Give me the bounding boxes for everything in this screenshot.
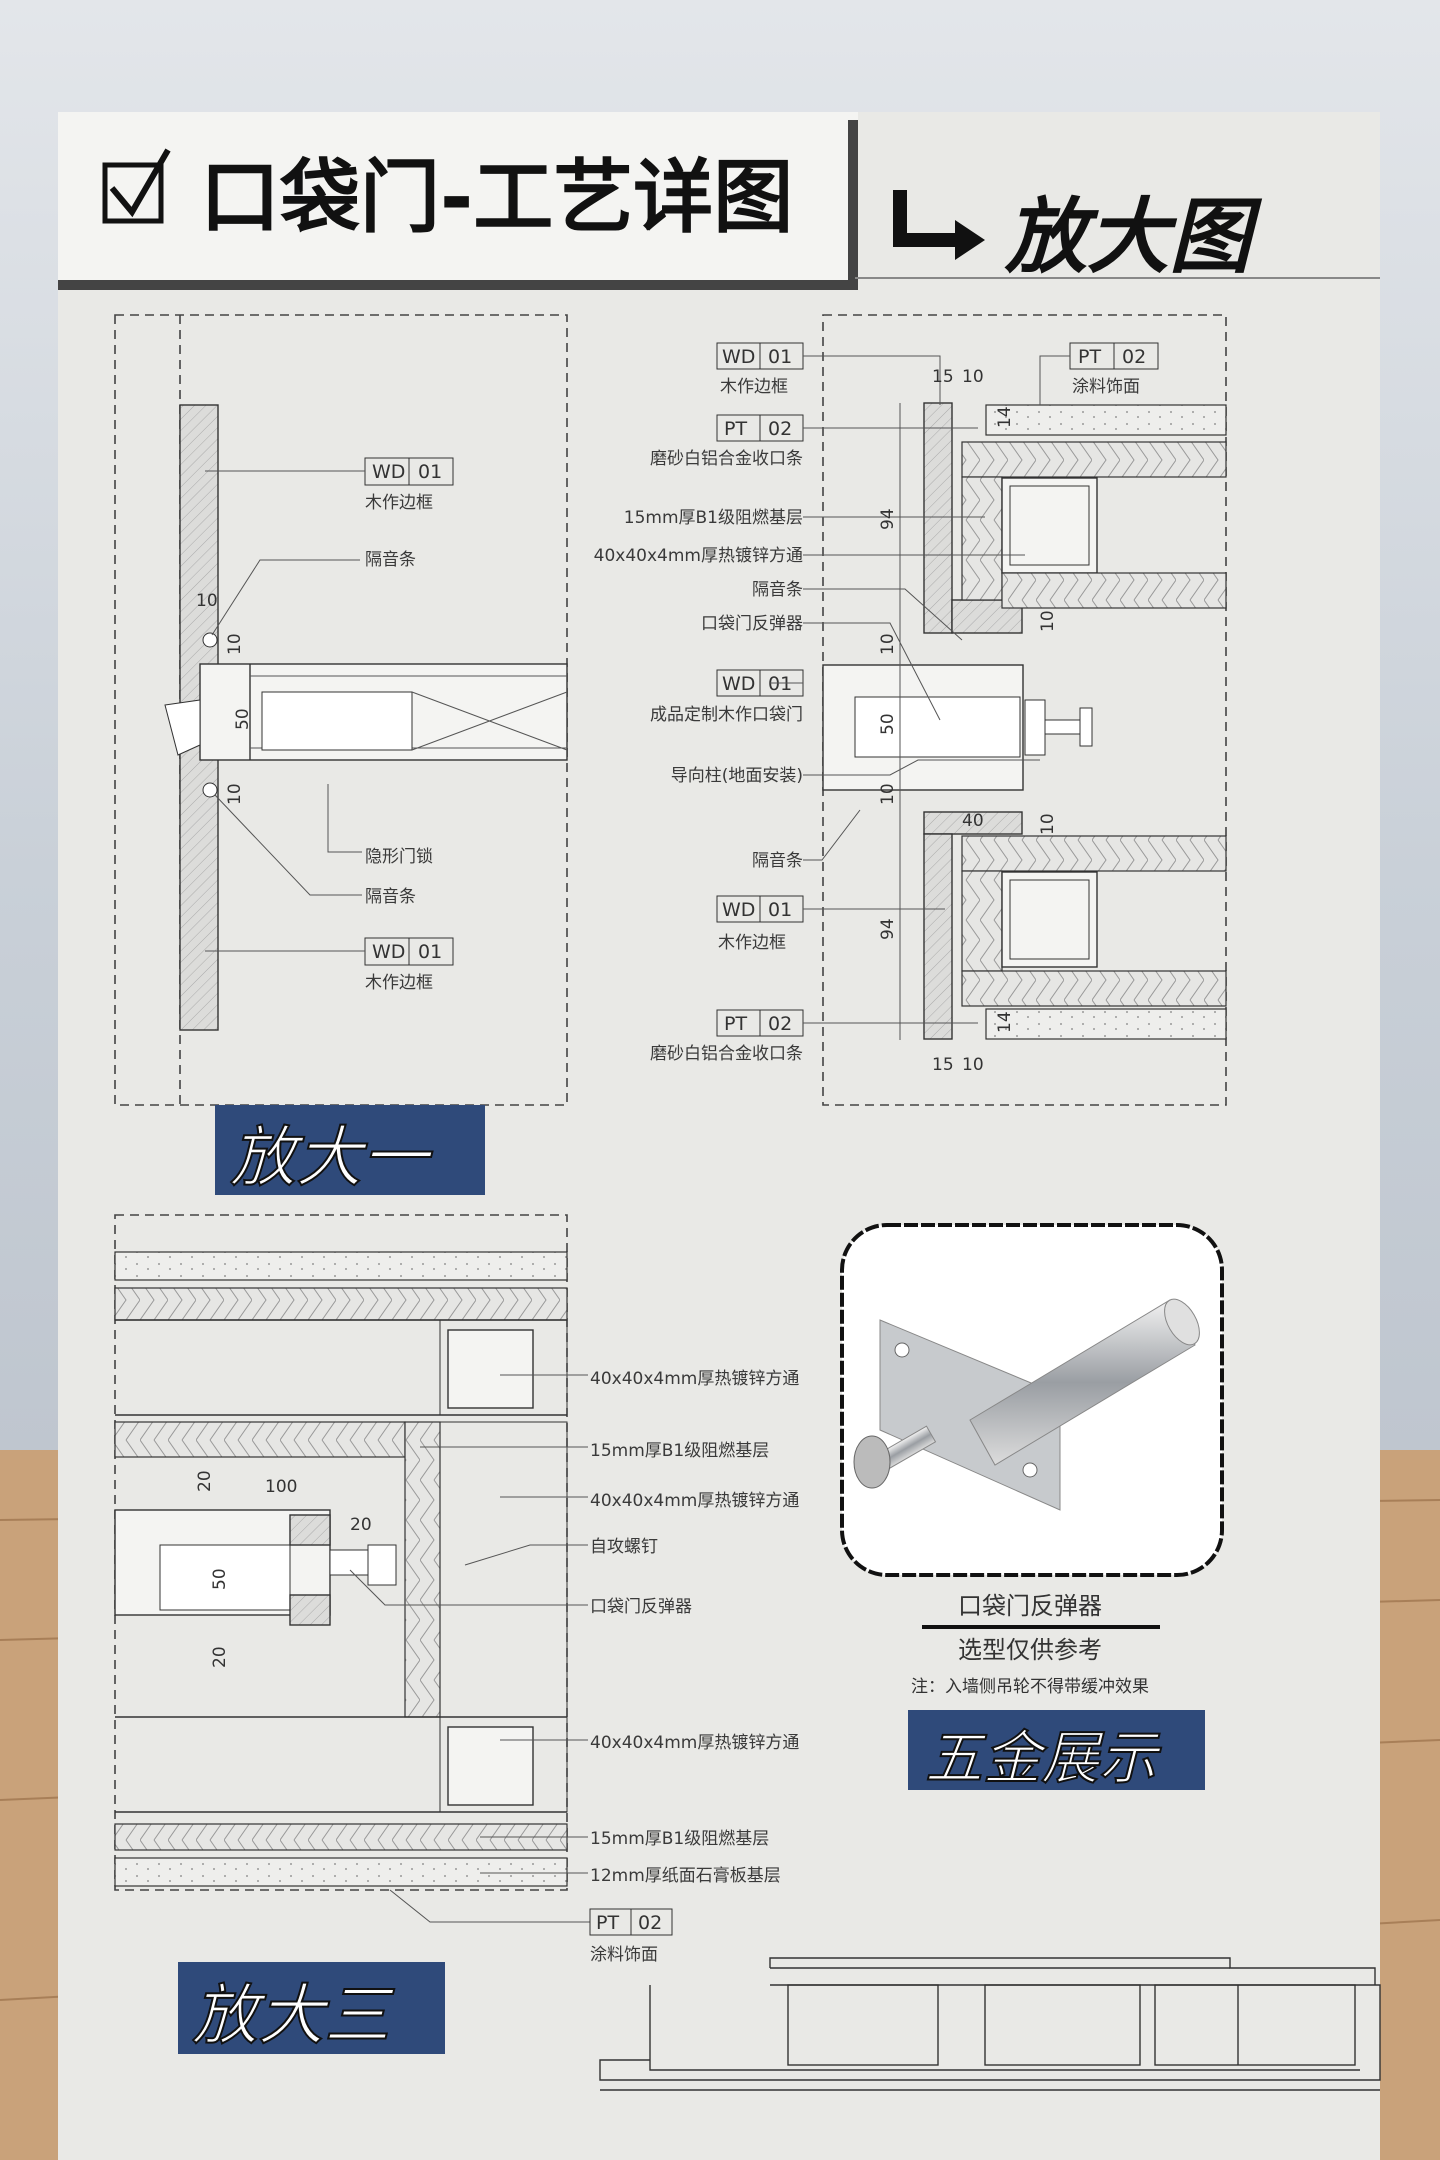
callouts: WD 01 木作边框 PT 02 涂料饰面 PT 02 磨砂白铝合金收口条 15…	[594, 342, 1159, 1064]
tag-number: 01	[768, 899, 792, 921]
detail-panel-1: WD 01 木作边框 隔音条 10 10 50 10 隐形门锁 隔音条 WD 0…	[114, 314, 568, 1106]
hardware-name: 口袋门反弹器	[958, 1592, 1102, 1620]
tag-code: PT	[596, 1912, 619, 1934]
dim-10: 10	[1038, 610, 1058, 632]
dim-50: 50	[878, 713, 898, 735]
dim-50: 50	[210, 1568, 230, 1590]
dim-15: 15	[932, 367, 954, 387]
tag-code: PT	[724, 418, 747, 440]
tag-number: 01	[768, 673, 792, 695]
label-tube-3: 40x40x4mm厚热镀锌方通	[590, 1733, 799, 1753]
label-tube-1: 40x40x4mm厚热镀锌方通	[590, 1369, 799, 1389]
dim-seal-top: 10	[225, 633, 245, 655]
caption-box-1	[215, 1105, 485, 1195]
tag-code: WD	[722, 899, 755, 921]
dim-10: 10	[962, 367, 984, 387]
tag-number: 01	[418, 941, 442, 963]
dim-10: 10	[1038, 813, 1058, 835]
callouts: 40x40x4mm厚热镀锌方通 15mm厚B1级阻燃基层 40x40x4mm厚热…	[349, 1369, 799, 1965]
detail-panel-2: WD 01 木作边框 PT 02 涂料饰面 PT 02 磨砂白铝合金收口条 15…	[594, 314, 1227, 1106]
hardware-note-2: 注：入墙侧吊轮不得带缓冲效果	[911, 1677, 1149, 1697]
label-screw: 自攻螺钉	[590, 1537, 658, 1557]
tag-code: PT	[1078, 346, 1101, 368]
dim-100: 100	[265, 1477, 297, 1497]
dim-door: 50	[233, 708, 253, 730]
dim-14: 14	[995, 1011, 1015, 1033]
detail-panel-3: 20 100 20 50 20 40x40x4mm厚热镀锌方通 15mm厚B1级…	[114, 1214, 799, 1965]
label-trim-top: 磨砂白铝合金收口条	[650, 449, 803, 469]
hardware-showcase: 口袋门反弹器 选型仅供参考 注：入墙侧吊轮不得带缓冲效果 五金展示	[840, 1223, 1224, 1793]
label-base-2: 15mm厚B1级阻燃基层	[590, 1829, 769, 1849]
dim-15: 15	[932, 1055, 954, 1075]
label-tube-2: 40x40x4mm厚热镀锌方通	[590, 1491, 799, 1511]
label-seal-bottom: 隔音条	[752, 851, 803, 871]
dim-10: 10	[878, 633, 898, 655]
dim-40: 40	[962, 811, 984, 831]
label-gypsum: 12mm厚纸面石膏板基层	[590, 1865, 781, 1886]
dim-gap-top: 10	[196, 591, 218, 611]
dim-20: 20	[195, 1470, 215, 1492]
label-frame-top: 木作边框	[720, 377, 788, 397]
label-seal-top: 隔音条	[752, 580, 803, 600]
label-frame-bottom: 木作边框	[718, 933, 786, 953]
label-bouncer: 口袋门反弹器	[590, 1597, 692, 1617]
header: 口袋门-工艺详图 放大图	[58, 112, 1380, 290]
label-paint: 涂料饰面	[590, 1945, 658, 1965]
dim-94: 94	[878, 508, 898, 530]
tag-code: WD	[722, 346, 755, 368]
caption-zoom-1: 放大一	[230, 1119, 433, 1196]
label-seal-top: 隔音条	[365, 550, 416, 570]
label-bouncer: 口袋门反弹器	[701, 614, 803, 634]
hardware-note-1: 选型仅供参考	[958, 1636, 1102, 1664]
checkbox-icon	[102, 148, 171, 224]
label-door: 成品定制木作口袋门	[650, 705, 803, 725]
dim-14: 14	[995, 406, 1015, 428]
tag-number: 02	[638, 1912, 662, 1934]
tag-number: 01	[418, 461, 442, 483]
label-frame-top: 木作边框	[365, 493, 433, 513]
decorative-floor-plan	[599, 1957, 1381, 2091]
label-tube: 40x40x4mm厚热镀锌方通	[594, 546, 803, 566]
bouncer-product-image	[853, 1298, 1200, 1511]
label-base-1: 15mm厚B1级阻燃基层	[590, 1441, 769, 1461]
label-guide-post: 导向柱(地面安装)	[671, 766, 803, 786]
caption-hardware: 五金展示	[925, 1724, 1162, 1792]
dim-10: 10	[878, 783, 898, 805]
label-base: 15mm厚B1级阻燃基层	[624, 508, 803, 528]
tag-number: 02	[1122, 346, 1146, 368]
tag-number: 01	[768, 346, 792, 368]
label-paint: 涂料饰面	[1072, 377, 1140, 397]
dim-seal-bottom: 10	[225, 783, 245, 805]
tag-code: WD	[372, 461, 405, 483]
tag-number: 02	[768, 418, 792, 440]
arrow-down-right-icon	[893, 190, 985, 260]
caption-zoom-3: 放大三	[192, 1977, 395, 2054]
dim-94: 94	[878, 918, 898, 940]
label-trim-bottom: 磨砂白铝合金收口条	[650, 1044, 803, 1064]
dim-20: 20	[210, 1646, 230, 1668]
page-subtitle: 放大图	[1004, 190, 1263, 285]
caption-box-3	[178, 1962, 445, 2054]
tag-code: WD	[372, 941, 405, 963]
tag-number: 02	[768, 1013, 792, 1035]
tag-code: PT	[724, 1013, 747, 1035]
label-lock: 隐形门锁	[365, 847, 433, 867]
page-title: 口袋门-工艺详图	[200, 151, 793, 244]
dim-20: 20	[350, 1515, 372, 1535]
tag-code: WD	[722, 673, 755, 695]
label-seal-bottom: 隔音条	[365, 887, 416, 907]
invisible-lock	[164, 699, 201, 756]
dim-10: 10	[962, 1055, 984, 1075]
label-frame-bottom: 木作边框	[365, 973, 433, 993]
